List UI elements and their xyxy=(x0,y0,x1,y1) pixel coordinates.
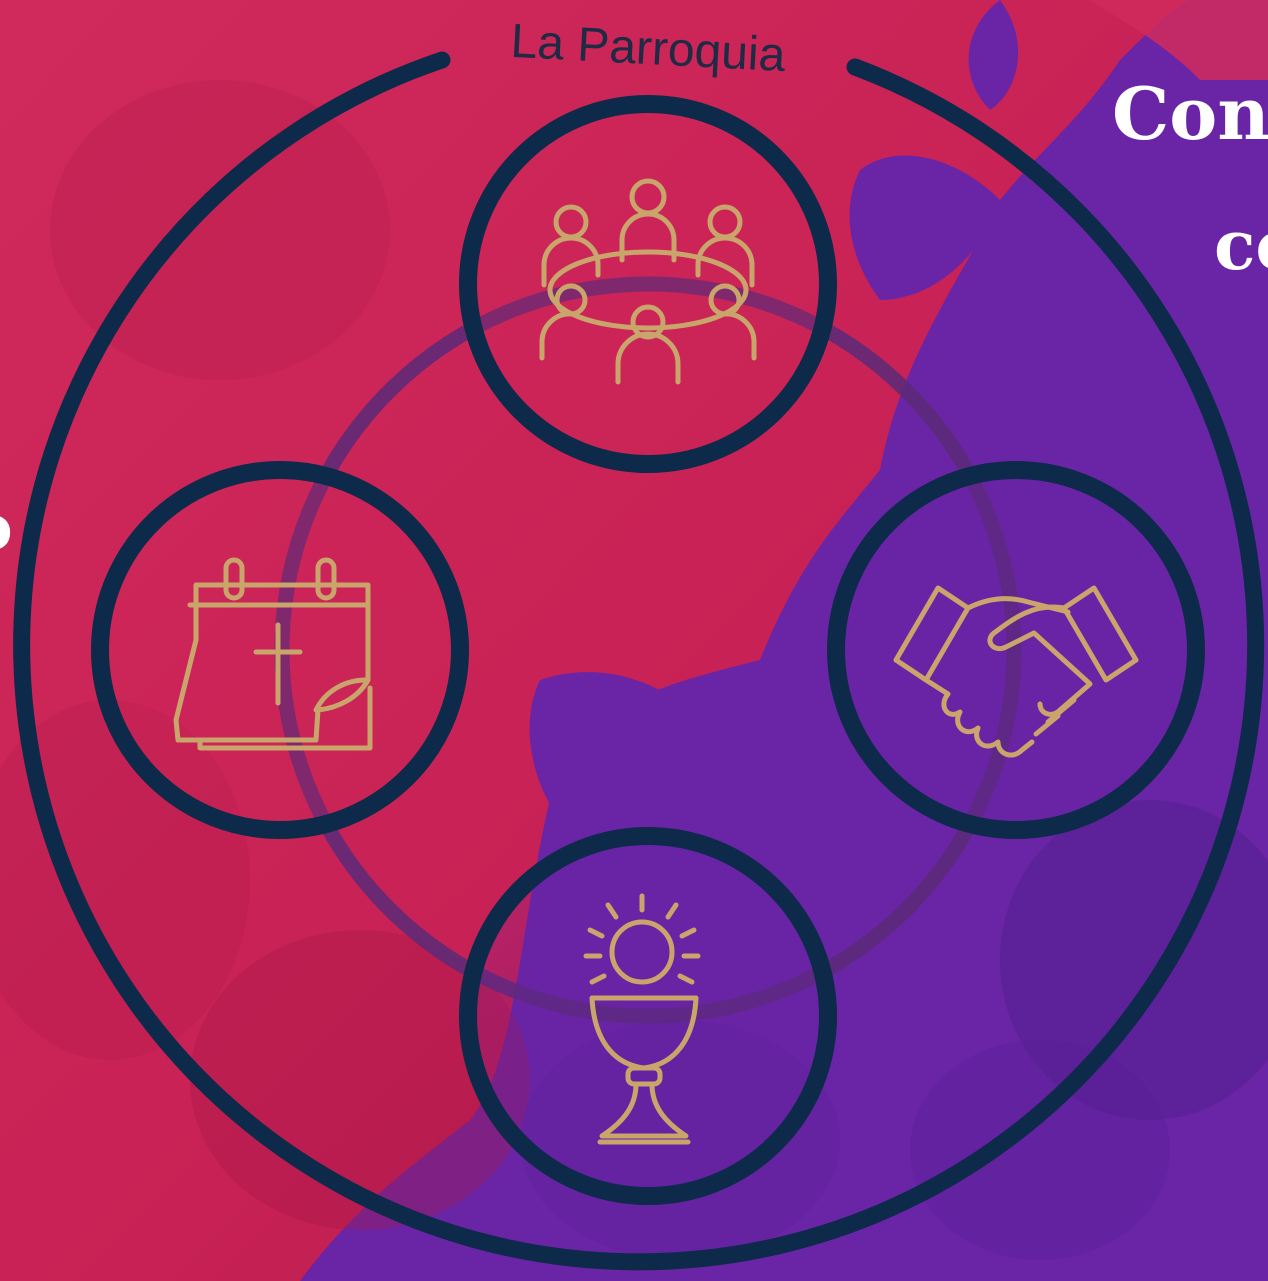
meeting-table-icon xyxy=(539,178,757,385)
node-service xyxy=(827,461,1205,839)
cropped-left-text: o xyxy=(0,496,13,560)
liturgical-calendar-icon xyxy=(173,557,373,751)
cropped-heading-line1: Con xyxy=(1112,71,1268,156)
outer-ring-label: La Parroquia xyxy=(509,15,787,82)
chalice-host-icon xyxy=(583,893,701,1145)
node-eucharist xyxy=(459,827,837,1205)
cropped-heading-line2: co xyxy=(1214,206,1268,286)
outer-ring xyxy=(13,51,1265,1271)
node-community xyxy=(459,95,837,473)
handshake-icon xyxy=(893,585,1139,758)
